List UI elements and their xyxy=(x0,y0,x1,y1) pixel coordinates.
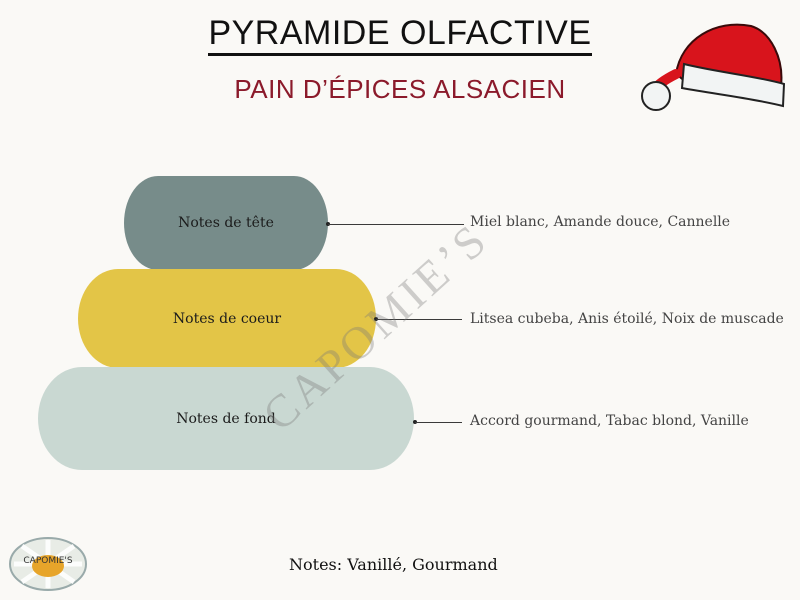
base-notes-list: Accord gourmand, Tabac blond, Vanille xyxy=(470,413,749,429)
page-subtitle: PAIN D’ÉPICES ALSACIEN xyxy=(234,74,566,104)
page-title: PYRAMIDE OLFACTIVE xyxy=(0,14,800,56)
tier-base-label: Notes de fond xyxy=(176,410,276,427)
tier-base-notes: Notes de fond xyxy=(38,367,414,470)
page-title-text: PYRAMIDE OLFACTIVE xyxy=(208,14,592,56)
tier-top-label: Notes de tête xyxy=(178,215,274,231)
footer-notes: Notes: Vanillé, Gourmand xyxy=(289,555,498,574)
tier-top-notes: Notes de tête xyxy=(124,176,328,270)
tier-heart-notes: Notes de coeur xyxy=(78,269,376,368)
tier-heart-label: Notes de coeur xyxy=(172,310,282,327)
connector-line-top xyxy=(328,224,464,225)
top-notes-list: Miel blanc, Amande douce, Cannelle xyxy=(470,214,731,230)
brand-logo: CAPOMIE'S xyxy=(9,537,87,591)
connector-line-base xyxy=(415,422,462,423)
heart-notes-list: Litsea cubeba, Anis étoilé, Noix de musc… xyxy=(470,311,784,327)
connector-line-heart xyxy=(376,319,462,320)
santa-hat-icon xyxy=(641,23,786,111)
brand-logo-text: CAPOMIE'S xyxy=(23,556,73,566)
